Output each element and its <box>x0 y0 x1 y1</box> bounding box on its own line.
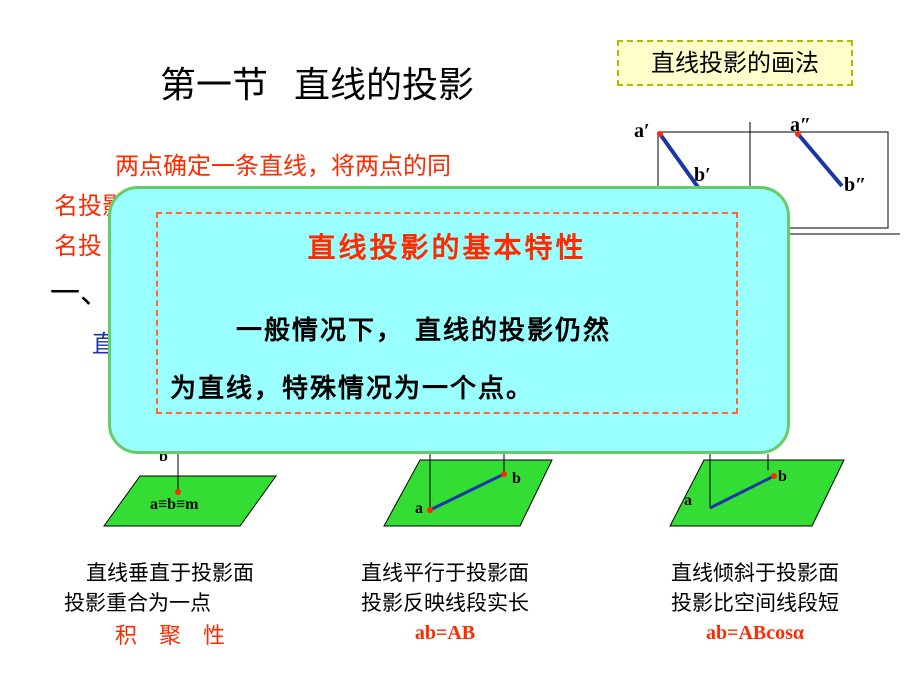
caption-perpendicular-line3: 积 聚 性 <box>114 624 225 649</box>
caption-inclined: 直线倾斜于投影面 投影比空间线段短 ab=ABcosα <box>630 558 880 645</box>
projection-parallel <box>429 472 505 512</box>
caption-inclined-line3: ab=ABcosα <box>705 622 805 644</box>
inclined-diagram <box>669 454 845 527</box>
popup-line-1: 一般情况下， 直线的投影仍然 <box>236 316 612 346</box>
plane-inclined <box>669 459 845 527</box>
point-b-inclined <box>771 473 777 479</box>
label-a-prime: a′ <box>634 120 650 142</box>
page-title: 第一节直线的投影 <box>160 56 474 108</box>
caption-inclined-line1: 直线倾斜于投影面 <box>671 561 839 585</box>
intro-line-3: 名投 <box>54 232 102 260</box>
caption-perpendicular-line1: 直线垂直于投影面 <box>86 561 254 585</box>
caption-inclined-line2: 投影比空间线段短 <box>671 591 839 615</box>
properties-popup[interactable] <box>108 186 790 454</box>
label-right-b: b <box>778 468 787 485</box>
heading-fragment: 一、 <box>50 276 110 311</box>
point-a-parallel <box>427 507 433 513</box>
label-b-prime: b′ <box>694 164 711 186</box>
front-projection-line <box>658 132 702 192</box>
point-coincide <box>175 489 181 495</box>
point-a-double-prime <box>795 131 801 137</box>
section-name: 直线的投影 <box>294 65 475 106</box>
section-number: 第一节 <box>160 65 269 106</box>
plane-perpendicular <box>103 475 277 527</box>
intro-line-1: 两点确定一条直线，将两点的同 <box>115 152 451 180</box>
popup-line-2: 为直线，特殊情况为一个点。 <box>170 374 535 404</box>
label-b-double-prime: b″ <box>844 174 867 196</box>
caption-perpendicular: 直线垂直于投影面 投影重合为一点 积 聚 性 <box>50 558 290 650</box>
parallel-diagram <box>383 454 553 527</box>
caption-parallel-line1: 直线平行于投影面 <box>361 561 529 585</box>
label-right-a: a <box>684 492 692 509</box>
label-mid-b: b <box>512 470 521 487</box>
caption-perpendicular-line2: 投影重合为一点 <box>64 591 211 615</box>
drawing-method-button[interactable]: 直线投影的画法 <box>617 40 853 86</box>
point-b-parallel <box>501 471 507 477</box>
caption-parallel: 直线平行于投影面 投影反映线段实长 ab=AB <box>320 558 570 645</box>
label-left-b: b <box>159 448 168 465</box>
side-projection-line <box>796 132 844 188</box>
popup-title: 直线投影的基本特性 <box>307 231 587 264</box>
projection-inclined <box>709 474 775 510</box>
label-a-double-prime: a″ <box>790 114 812 136</box>
label-coincide: a≡b≡m <box>150 496 199 513</box>
caption-parallel-line3: ab=AB <box>414 622 476 644</box>
point-a-prime <box>657 131 663 137</box>
popup-inner-frame <box>156 212 738 414</box>
caption-parallel-line2: 投影反映线段实长 <box>361 591 529 615</box>
label-mid-a: a <box>415 500 423 517</box>
